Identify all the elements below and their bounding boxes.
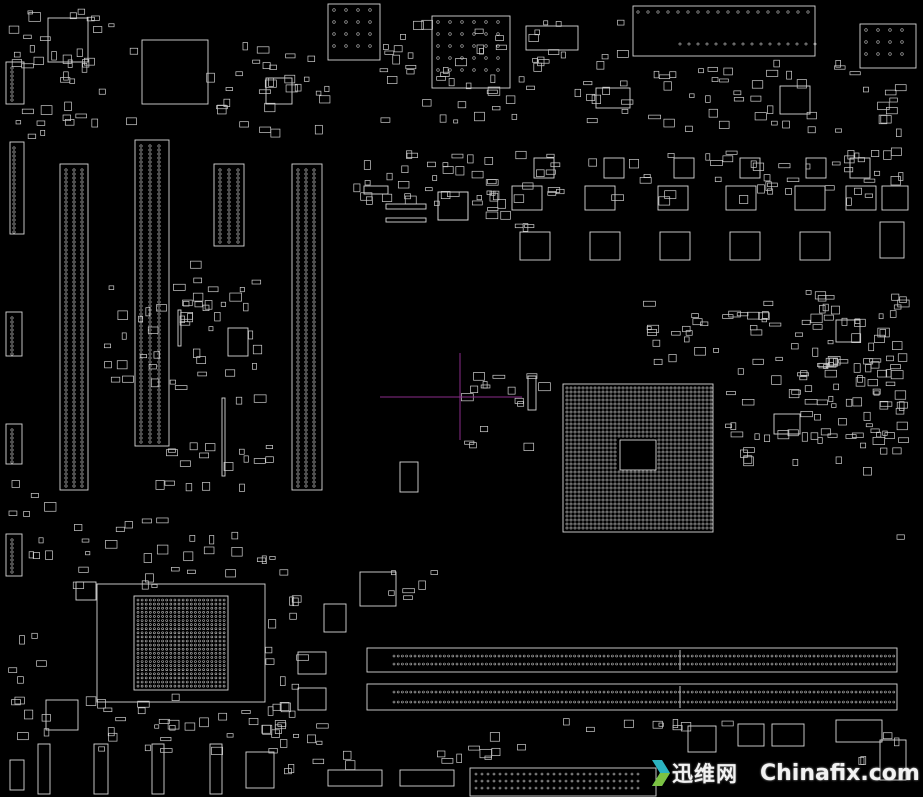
watermark-en: Chinafix.com bbox=[760, 760, 920, 786]
component-outlines bbox=[5, 3, 917, 797]
mosfet-3 bbox=[584, 185, 616, 211]
chip-d bbox=[399, 461, 419, 493]
mosfet-small-3 bbox=[673, 157, 695, 179]
chip-j bbox=[45, 699, 79, 731]
chip-e bbox=[227, 327, 249, 357]
cpu-socket-center bbox=[619, 439, 657, 471]
header-bottom-3 bbox=[399, 769, 455, 787]
pin-dots bbox=[10, 8, 904, 790]
mosfet-small-4 bbox=[739, 157, 761, 179]
chip-top-mid bbox=[595, 87, 631, 109]
dimm-slot-2 bbox=[366, 683, 898, 711]
smd-pads bbox=[8, 8, 910, 775]
chipset-die bbox=[133, 595, 229, 691]
ic-near-chipset bbox=[359, 571, 397, 607]
choke-6 bbox=[879, 221, 905, 259]
mosfet-2 bbox=[511, 185, 543, 211]
chip-h bbox=[737, 723, 765, 747]
ic-small-top bbox=[265, 77, 293, 105]
header-left-mid bbox=[5, 311, 23, 357]
mosfet-8 bbox=[881, 185, 909, 211]
header-top-right bbox=[632, 5, 816, 57]
connector-top-right bbox=[859, 23, 917, 69]
chip-c bbox=[297, 687, 327, 711]
chip-g bbox=[687, 725, 717, 753]
mosfet-5 bbox=[725, 185, 757, 211]
chip-corner bbox=[879, 739, 907, 781]
mosfet-7 bbox=[845, 185, 877, 211]
choke-1 bbox=[519, 231, 551, 261]
ic-qfp-top bbox=[141, 39, 209, 105]
header-vertical-3 bbox=[213, 163, 245, 247]
chipset-outline bbox=[96, 583, 266, 703]
chip-a bbox=[323, 603, 347, 633]
connector-top-1 bbox=[327, 3, 381, 61]
chip-i bbox=[771, 723, 805, 747]
slot-vertical-1 bbox=[59, 163, 89, 491]
chip-b bbox=[297, 651, 327, 675]
mosfet-1 bbox=[437, 191, 469, 221]
watermark-cn: 迅维网 bbox=[672, 762, 738, 786]
header-left-mid2 bbox=[5, 423, 23, 465]
slot-vertical-4 bbox=[291, 163, 323, 491]
crosshair-cursor bbox=[380, 353, 522, 440]
mosfet-6 bbox=[794, 185, 826, 211]
mosfet-small-2 bbox=[603, 157, 625, 179]
chevron-logo-icon bbox=[652, 760, 670, 786]
header-bottom-2 bbox=[327, 769, 383, 787]
chip-f bbox=[773, 413, 801, 435]
dimm-slot-1 bbox=[366, 647, 898, 673]
mosfet-4 bbox=[657, 185, 689, 211]
mosfet-small-1 bbox=[533, 157, 555, 179]
header-left-edge bbox=[9, 141, 25, 235]
slot-vertical-2 bbox=[134, 139, 170, 447]
choke-4 bbox=[729, 231, 761, 261]
mosfet-small-6 bbox=[849, 157, 871, 179]
ic-right-small bbox=[835, 319, 861, 343]
chip-top-right bbox=[779, 85, 811, 115]
header-left-low bbox=[5, 533, 23, 577]
mosfet-small-5 bbox=[805, 157, 827, 179]
choke-3 bbox=[659, 231, 691, 261]
cpu-socket bbox=[562, 383, 714, 533]
connector-top-3 bbox=[525, 25, 579, 51]
choke-5 bbox=[799, 231, 831, 261]
choke-2 bbox=[589, 231, 621, 261]
header-bottom bbox=[469, 767, 657, 797]
chip-k bbox=[245, 751, 275, 789]
header-left-top bbox=[5, 61, 25, 105]
connector-top-2 bbox=[431, 15, 511, 89]
